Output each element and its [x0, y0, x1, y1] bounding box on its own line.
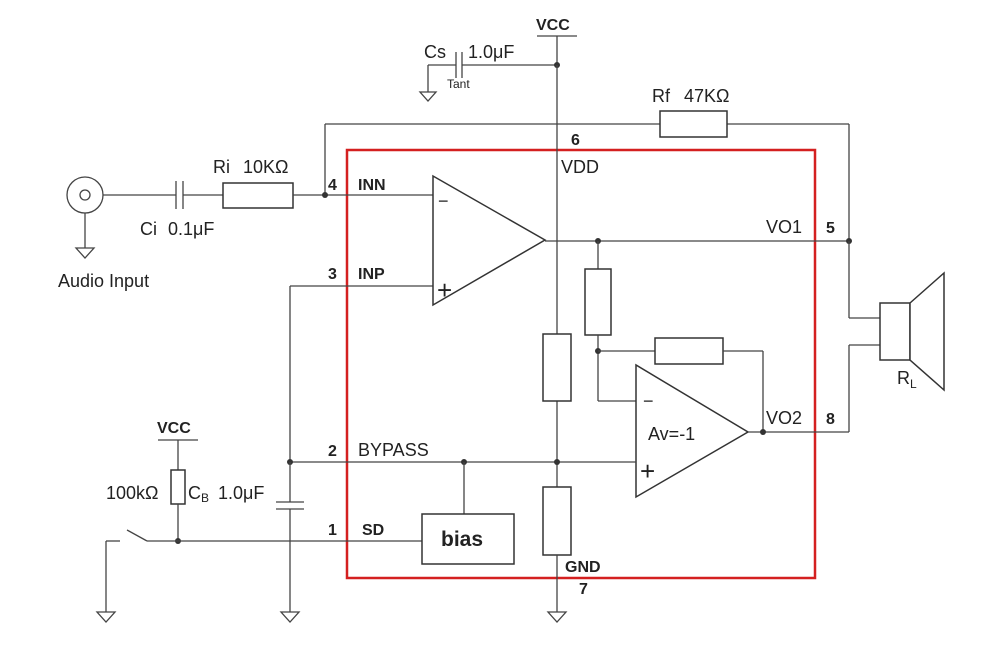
divider-resistor-lower	[542, 486, 572, 556]
pin1-label: 1	[328, 522, 337, 539]
opamp1-minus: −	[438, 191, 449, 211]
opamp2-plus: +	[640, 456, 655, 486]
rf-value: 47KΩ	[684, 86, 729, 106]
internal-resistor-vertical	[584, 268, 612, 336]
cb-value: 1.0μF	[218, 483, 264, 503]
rl-label: RL	[897, 368, 917, 391]
inp-wire	[289, 285, 433, 462]
rf-resistor	[659, 110, 728, 138]
vcc-left-label: VCC	[157, 420, 191, 437]
inp-label: INP	[358, 266, 385, 283]
cb-capacitor	[276, 462, 304, 612]
divider-resistor-upper	[542, 333, 572, 402]
audio-input-jack	[66, 176, 104, 259]
pin3-label: 3	[328, 266, 337, 283]
pin8-label: 8	[826, 411, 835, 428]
cs-value: 1.0μF	[468, 42, 514, 62]
vcc-top-label: VCC	[536, 17, 570, 34]
inn-label: INN	[358, 177, 386, 194]
opamp-1	[432, 174, 547, 307]
rf-label: Rf	[652, 86, 671, 106]
ri-value: 10KΩ	[243, 157, 288, 177]
cs-ground-symbol	[418, 91, 438, 102]
sd-switch	[105, 529, 148, 612]
opamp2-minus: −	[643, 391, 654, 411]
gnd-label: GND	[565, 559, 601, 576]
gnd-symbol-center	[546, 611, 568, 623]
r100k-resistor	[170, 469, 186, 505]
pin6-label: 6	[571, 132, 580, 149]
vcc-left-symbol	[158, 439, 198, 470]
cs-label: Cs	[424, 42, 446, 62]
pin4-label: 4	[328, 177, 337, 194]
speaker-icon	[879, 271, 945, 392]
sd-label: SD	[362, 522, 384, 539]
pin5-label: 5	[826, 220, 835, 237]
ci-label: Ci	[140, 219, 157, 239]
vdd-label: VDD	[561, 157, 599, 177]
speaker-wires	[848, 241, 880, 432]
bias-block	[421, 513, 515, 565]
gnd-symbol-switch	[95, 611, 117, 623]
vcc-top-symbol	[537, 35, 577, 65]
ic-boundary	[345, 148, 817, 580]
opamp1-plus: +	[437, 275, 452, 305]
av-label: Av=-1	[648, 424, 695, 444]
bias-label: bias	[441, 528, 483, 551]
internal-feedback-resistor	[654, 337, 724, 365]
vo2-label: VO2	[766, 408, 802, 428]
bypass-label: BYPASS	[358, 440, 429, 460]
rf-feedback-wire	[324, 123, 850, 241]
ci-value: 0.1μF	[168, 219, 214, 239]
cs-capacitor	[427, 52, 557, 92]
pin7-label: 7	[579, 581, 588, 598]
r100k-label: 100kΩ	[106, 483, 159, 503]
ri-label: Ri	[213, 157, 230, 177]
audio-input-label: Audio Input	[58, 271, 149, 291]
vo1-label: VO1	[766, 217, 802, 237]
ri-resistor	[222, 182, 294, 209]
tant-label: Tant	[447, 77, 470, 91]
internal-feedback-wire	[723, 350, 764, 432]
cb-label: CB	[188, 483, 209, 505]
pin2-label: 2	[328, 443, 337, 460]
opamp-2	[635, 363, 750, 499]
gnd-symbol-cb	[279, 611, 301, 623]
ci-capacitor	[103, 181, 223, 209]
